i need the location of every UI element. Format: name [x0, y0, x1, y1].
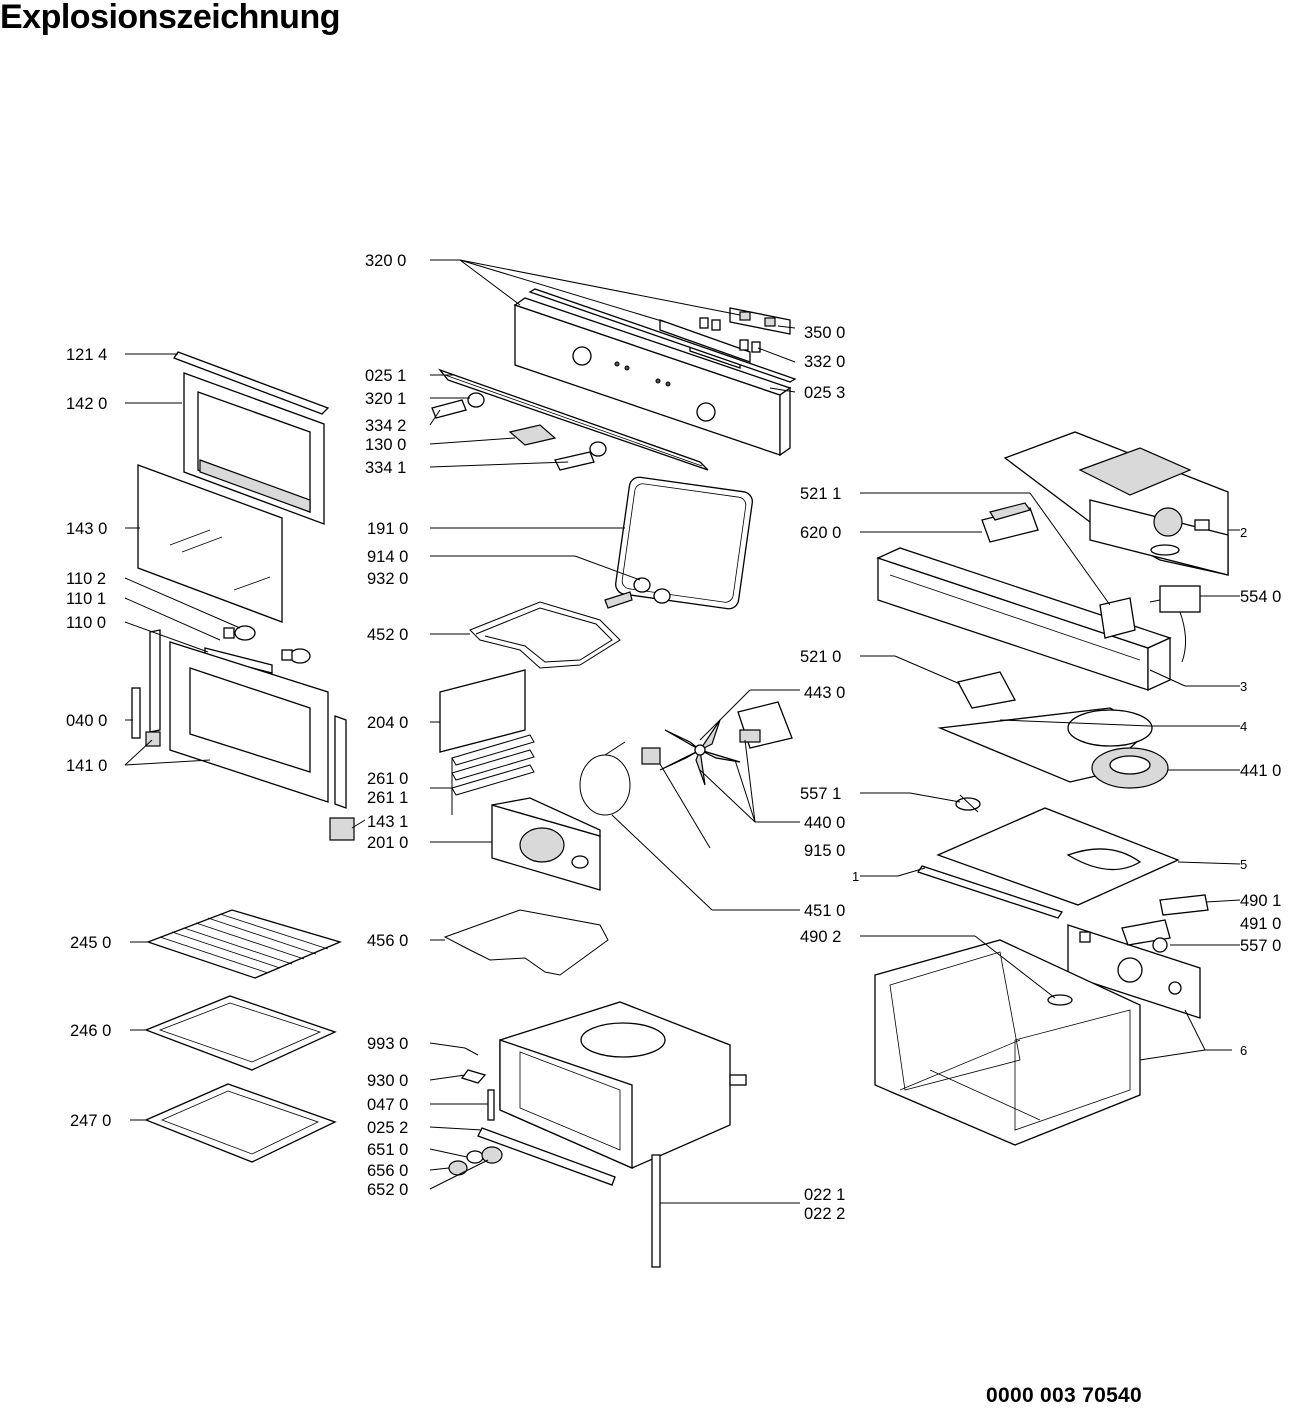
part-label: 651 0 — [367, 1141, 408, 1159]
part-label: 246 0 — [70, 1022, 111, 1040]
shelf-support-part — [451, 734, 535, 815]
back-panel-part — [1067, 924, 1201, 1019]
fan-blade-part — [659, 719, 741, 786]
part-label: 201 0 — [367, 834, 408, 852]
part-label: 443 0 — [804, 684, 845, 702]
oven-cavity-part — [499, 1001, 747, 1169]
part-label: 204 0 — [367, 714, 408, 732]
part-label: 191 0 — [367, 520, 408, 538]
part-label: 6 — [1240, 1043, 1247, 1058]
part-label: 932 0 — [367, 570, 408, 588]
part-label: 451 0 — [804, 902, 845, 920]
part-label: 022 1 — [804, 1186, 845, 1204]
deep-tray-part — [144, 1083, 337, 1163]
part-label: 440 0 — [804, 814, 845, 832]
door-glass-part — [137, 464, 283, 623]
part-label: 334 2 — [365, 417, 406, 435]
part-label: 320 0 — [365, 252, 406, 270]
part-label: 047 0 — [367, 1096, 408, 1114]
grill-element-part — [469, 601, 621, 669]
circular-element-part — [579, 741, 631, 816]
leader-lines — [124, 259, 1241, 1204]
part-label: 3 — [1240, 679, 1247, 694]
relay-620-part — [981, 502, 1039, 543]
bottom-element-part — [443, 909, 609, 976]
part-label: 656 0 — [367, 1162, 408, 1180]
part-label: 1 — [852, 869, 859, 884]
part-label: 332 0 — [804, 353, 845, 371]
part-label: 456 0 — [367, 932, 408, 950]
part-label: 142 0 — [66, 395, 107, 413]
door-seal-part — [615, 476, 753, 610]
part-label: 141 0 — [66, 757, 107, 775]
rear-plate-part — [439, 669, 526, 753]
part-label: 143 1 — [367, 813, 408, 831]
timer-554-part — [1149, 585, 1201, 663]
part-label: 521 1 — [800, 485, 841, 503]
part-label: 247 0 — [70, 1112, 111, 1130]
part-label: 350 0 — [804, 324, 845, 342]
part-label: 130 0 — [365, 436, 406, 454]
switch-blocks-part — [699, 307, 791, 353]
part-label: 245 0 — [70, 934, 111, 952]
part-label: 521 0 — [800, 648, 841, 666]
part-label: 490 1 — [1240, 892, 1281, 910]
door-inner-frame-part — [183, 372, 325, 525]
fan-motor-443-part — [737, 701, 793, 749]
top-cover-part — [1003, 431, 1229, 576]
control-module-part — [876, 547, 1172, 692]
switch-490-part — [1121, 894, 1209, 953]
part-label: 110 0 — [66, 614, 106, 632]
document-number: 0000 003 70540 — [986, 1384, 1143, 1407]
part-label: 022 2 — [804, 1205, 845, 1223]
control-panel-part — [513, 288, 797, 457]
wire-rack-part — [146, 909, 342, 979]
part-label: 620 0 — [800, 524, 841, 542]
page-title: Explosionszeichnung — [0, 0, 340, 36]
part-label: 452 0 — [367, 626, 408, 644]
part-label: 334 1 — [365, 459, 406, 477]
baking-tray-part — [144, 995, 337, 1071]
fan-motor-441-part — [1091, 747, 1169, 789]
lamp-socket-part — [604, 577, 671, 609]
thermostat-557-1-part — [955, 794, 981, 813]
part-label: 652 0 — [367, 1181, 408, 1199]
part-label: 320 1 — [365, 390, 406, 408]
part-label: 4 — [1240, 719, 1247, 734]
part-label: 557 0 — [1240, 937, 1281, 955]
part-label: 915 0 — [804, 842, 845, 860]
part-label: 025 1 — [365, 367, 406, 385]
part-label: 914 0 — [367, 548, 408, 566]
terminal-521-part — [957, 671, 1016, 709]
part-labels: 320 0 350 0 332 0 025 3 025 1 320 1 334 … — [66, 252, 1281, 1223]
door-handle-part — [204, 625, 311, 674]
part-label: 2 — [1240, 525, 1247, 540]
part-label: 261 0 — [367, 770, 408, 788]
part-label: 490 2 — [800, 928, 841, 946]
part-label: 557 1 — [800, 785, 841, 803]
part-label: 441 0 — [1240, 762, 1281, 780]
part-label: 5 — [1240, 857, 1247, 872]
door-top-trim-part — [173, 351, 330, 415]
fan-guard-part — [491, 797, 601, 891]
part-label: 110 2 — [66, 570, 106, 588]
door-outer-part — [131, 629, 355, 841]
lamp-cover-915-part — [641, 747, 661, 765]
part-label: 025 2 — [367, 1119, 408, 1137]
part-label: 143 0 — [66, 520, 107, 538]
part-label: 121 4 — [66, 346, 107, 364]
oven-housing-part — [874, 939, 1141, 1146]
part-label: 491 0 — [1240, 915, 1281, 933]
part-label: 993 0 — [367, 1035, 408, 1053]
part-label: 025 3 — [804, 384, 845, 402]
part-label: 110 1 — [66, 590, 106, 608]
part-label: 040 0 — [66, 712, 107, 730]
part-label: 554 0 — [1240, 588, 1281, 606]
part-label: 930 0 — [367, 1072, 408, 1090]
part-label: 261 1 — [367, 789, 408, 807]
panel-frame-part — [431, 368, 709, 471]
base-plate-part — [936, 807, 1180, 906]
